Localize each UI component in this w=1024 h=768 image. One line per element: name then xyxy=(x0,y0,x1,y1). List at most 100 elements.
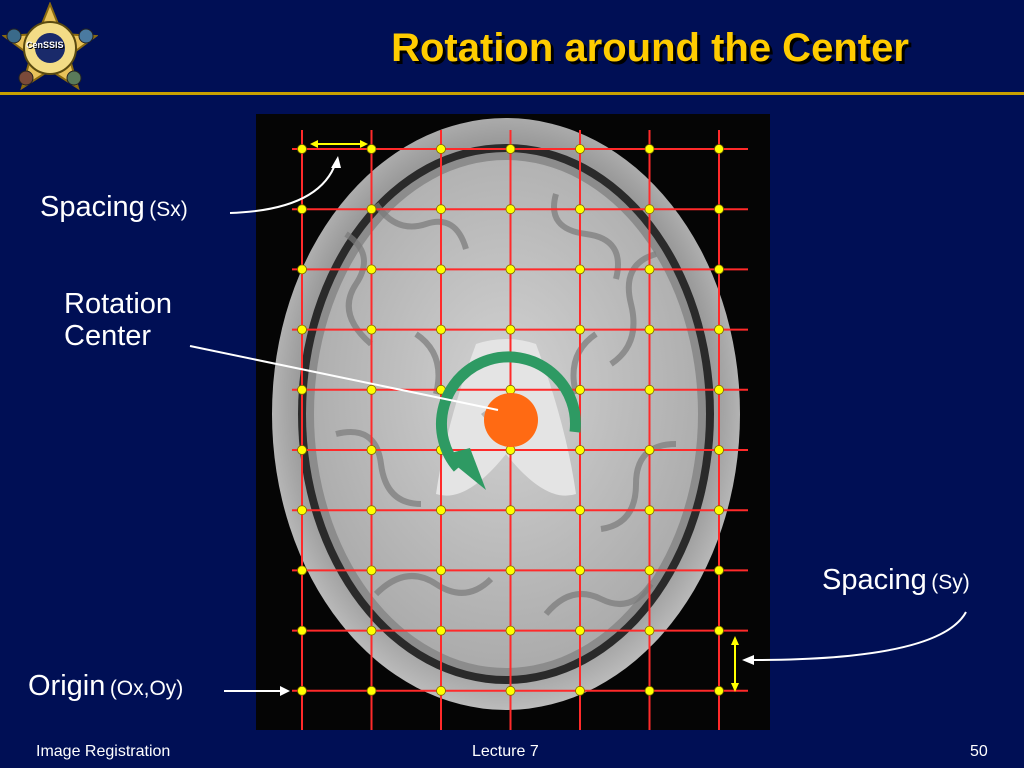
grid-point xyxy=(366,445,377,455)
grid-point xyxy=(714,565,724,576)
grid-point xyxy=(714,384,724,395)
spacing-sy-sub: (Sy) xyxy=(931,571,970,594)
grid-point xyxy=(366,685,377,696)
grid-point xyxy=(714,625,724,636)
grid-point xyxy=(714,685,724,696)
spacing-sy-label: Spacing (Sy) xyxy=(822,564,970,597)
grid-point xyxy=(436,144,446,154)
grid-point xyxy=(505,144,516,154)
grid-point xyxy=(297,505,307,516)
grid-point xyxy=(575,445,585,455)
rotation-arrowhead-icon xyxy=(443,448,486,490)
grid-point xyxy=(644,685,655,696)
grid-point xyxy=(366,144,377,154)
spacing-sx-sub: (Sx) xyxy=(149,198,188,221)
rotation-center-line2: Center xyxy=(64,320,152,352)
grid-point xyxy=(436,324,446,335)
rotation-center-icon xyxy=(484,393,538,447)
rotation-center-line1: Rotation xyxy=(64,288,173,320)
grid-point xyxy=(575,625,585,636)
grid-point xyxy=(436,204,446,215)
spacing-sx-callout-arrowhead xyxy=(331,156,341,168)
grid-point xyxy=(505,625,516,636)
grid-point xyxy=(366,204,377,215)
grid-point xyxy=(297,625,307,636)
origin-label: Origin (Ox,Oy) xyxy=(28,670,183,703)
logo-text: CenSSIS xyxy=(26,40,64,50)
footer-page-number: 50 xyxy=(970,743,988,760)
origin-callout-arrowhead xyxy=(280,686,290,696)
grid-point xyxy=(644,204,655,215)
spacing-sx-arrowhead-left xyxy=(310,140,318,148)
grid-point xyxy=(714,204,724,215)
spacing-sy-text: Spacing xyxy=(822,564,927,596)
slide-title: Rotation around the Center xyxy=(391,26,909,70)
spacing-sx-text: Spacing xyxy=(40,191,145,223)
grid-point xyxy=(297,144,307,154)
grid-point xyxy=(436,505,446,516)
spacing-sx-arrowhead-right xyxy=(360,140,368,148)
grid-point xyxy=(575,264,585,275)
grid-point xyxy=(436,685,446,696)
origin-sub: (Ox,Oy) xyxy=(109,677,184,700)
grid-point xyxy=(714,505,724,516)
grid-point xyxy=(505,685,516,696)
spacing-sy-arrowhead-bottom xyxy=(731,683,739,692)
grid-point xyxy=(714,324,724,335)
grid-point xyxy=(575,685,585,696)
grid-point xyxy=(436,264,446,275)
grid-point xyxy=(505,384,516,395)
grid-point xyxy=(575,324,585,335)
grid-point xyxy=(366,625,377,636)
grid-point xyxy=(297,565,307,576)
grid-point xyxy=(297,324,307,335)
spacing-sx-callout-line xyxy=(229,161,337,214)
origin-text: Origin xyxy=(28,670,106,702)
grid-point xyxy=(297,445,307,455)
grid-point xyxy=(436,565,446,576)
rotation-arrow-icon xyxy=(436,351,581,472)
grid-point xyxy=(644,565,655,576)
spacing-sx-label: Spacing (Sx) xyxy=(40,191,188,224)
grid-point xyxy=(366,264,377,275)
grid-point xyxy=(575,144,585,154)
grid-point xyxy=(644,384,655,395)
grid-point xyxy=(297,384,307,395)
grid-point xyxy=(575,505,585,516)
grid-point xyxy=(366,505,377,516)
grid-point xyxy=(505,324,516,335)
grid-point xyxy=(505,264,516,275)
rotation-center-label: Rotation Center xyxy=(64,288,172,352)
grid-point xyxy=(505,505,516,516)
grid-point xyxy=(366,324,377,335)
grid-point xyxy=(644,445,655,455)
grid-point xyxy=(436,625,446,636)
grid-point xyxy=(714,264,724,275)
grid-point xyxy=(575,204,585,215)
spacing-sy-callout-line xyxy=(751,611,967,661)
grid-point xyxy=(505,565,516,576)
grid-point xyxy=(644,324,655,335)
title-divider xyxy=(0,92,1024,95)
grid-point xyxy=(297,685,307,696)
grid-point xyxy=(297,264,307,275)
footer-lecture: Lecture 7 xyxy=(472,743,539,760)
grid-point xyxy=(644,505,655,516)
footer-course: Image Registration xyxy=(36,743,171,760)
grid-point xyxy=(366,384,377,395)
grid-point xyxy=(644,264,655,275)
grid-point xyxy=(714,445,724,455)
grid-point xyxy=(714,144,724,154)
censsis-logo-icon xyxy=(2,2,98,90)
grid-point xyxy=(505,204,516,215)
rotation-center-callout-line xyxy=(189,345,499,411)
grid-point xyxy=(644,144,655,154)
grid-point xyxy=(575,565,585,576)
spacing-sy-callout-arrowhead xyxy=(742,655,754,665)
grid-point xyxy=(644,625,655,636)
spacing-sy-arrowhead-top xyxy=(731,636,739,645)
grid-point xyxy=(366,565,377,576)
grid-point xyxy=(297,204,307,215)
grid-point xyxy=(575,384,585,395)
